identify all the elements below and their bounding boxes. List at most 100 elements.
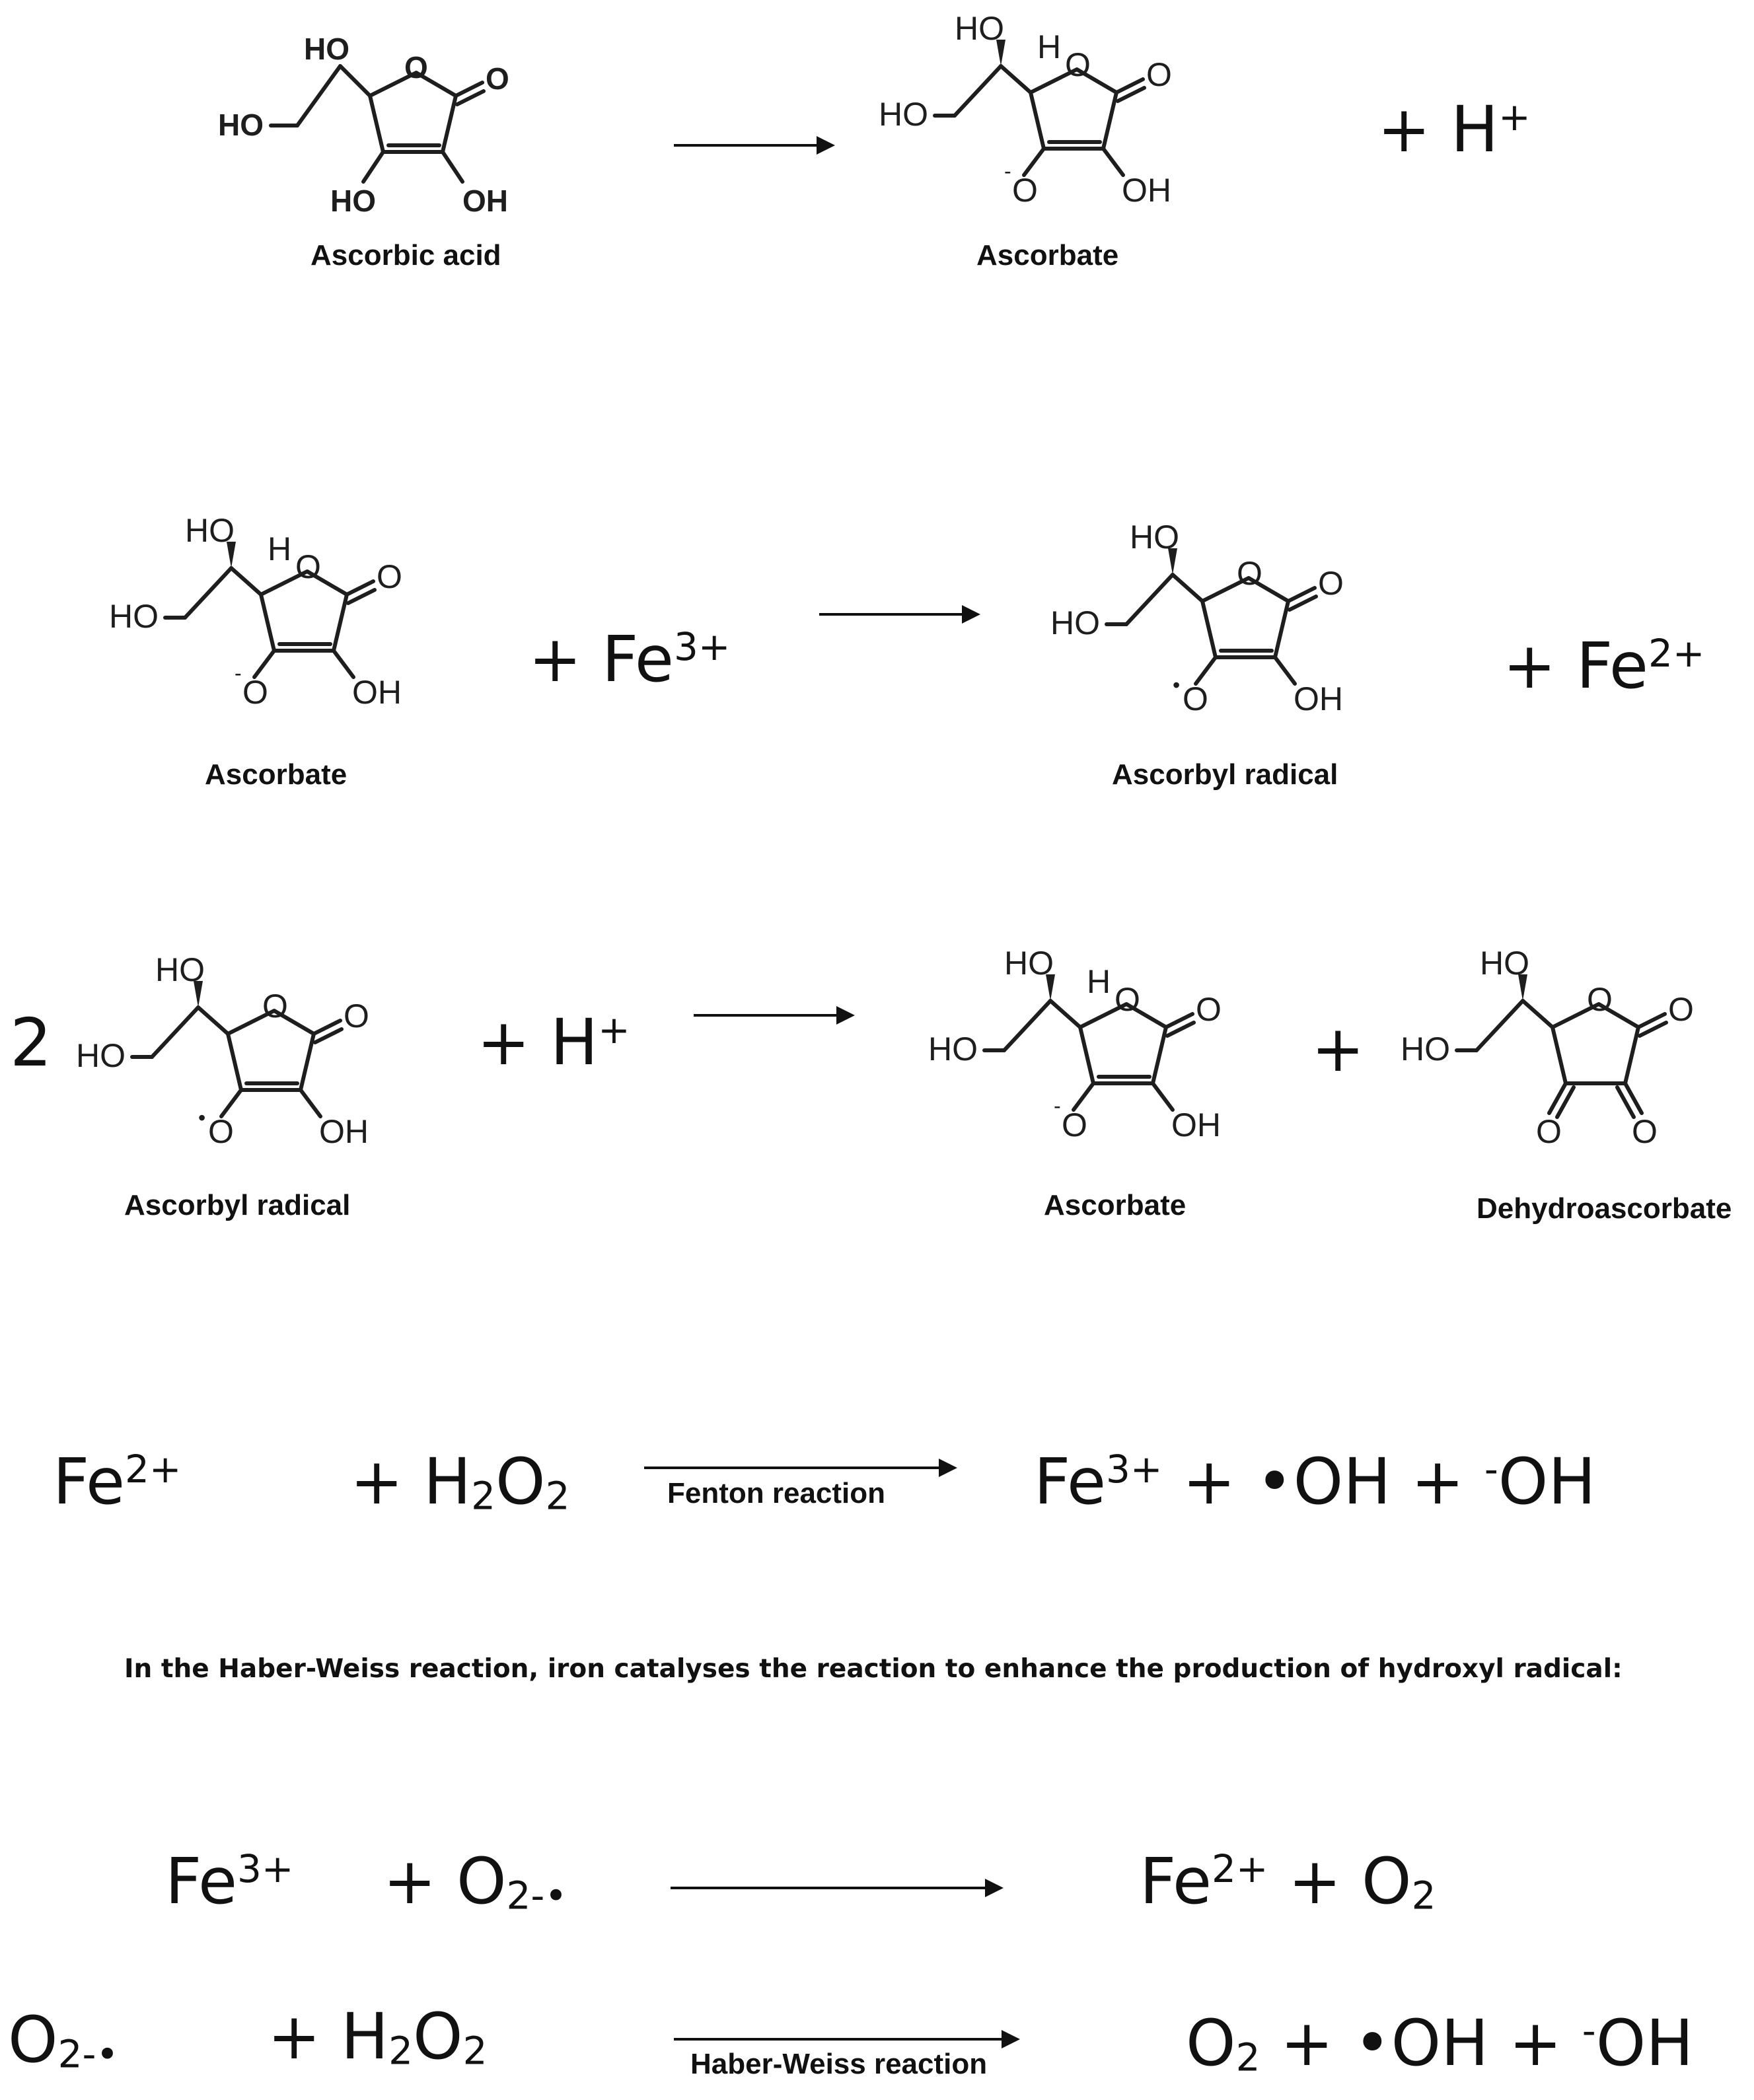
negative-charge-label: - [235,661,242,685]
ferric-iron-term: + Fe3+ [529,628,730,691]
ascorbyl-radical-structure: O O HO HO • O OH [1050,519,1344,717]
ferric-iron-charge: 3+ [1106,1447,1163,1492]
hydrogen-subscript: 2 [471,1473,496,1519]
oxide-label: O [242,674,268,711]
hydrogen-subscript: 2 [388,2028,414,2074]
hydroxyl-label: HO [185,512,235,549]
hydroxyl-label: HO [879,96,928,133]
hydroxyl-label: HO [304,32,349,66]
carbonyl-oxygen-label: O [1318,565,1344,602]
negative-charge-label: - [1054,1094,1061,1118]
stoichiometric-coefficient: 2 [10,1004,52,1081]
oxygen-radical-label: O [208,1113,234,1150]
ferrous-iron-text: + Fe [1503,629,1648,703]
ferrous-iron-text: Fe [1140,1844,1212,1918]
ring-oxygen-label: O [262,988,288,1025]
hydroxyl-label: HO [1004,945,1054,982]
superoxide-subscript: 2-• [506,1873,567,1918]
haber-weiss-reaction-label: Haber-Weiss reaction [690,2048,988,2080]
superoxide-text: O [8,2003,58,2077]
hydroxyl-radical-text: + •OH + [1260,2006,1582,2080]
ferrous-iron-term: + Fe2+ [1503,634,1704,698]
dehydroascorbate-label: Dehydroascorbate [1477,1192,1732,1225]
hydroxyl-label: HO [330,184,376,218]
ring-oxygen-label: O [1065,46,1091,83]
ferrous-iron-charge: 2+ [125,1447,182,1492]
hydroxide-text: OH [1498,1445,1596,1519]
oxide-label: O [1012,172,1038,209]
proton-charge: + [598,1007,630,1053]
hydroxyl-label: OH [319,1113,369,1150]
haber-weiss-arrow [674,2030,1020,2048]
oxygen-text: O [1186,2006,1236,2080]
oxygen-subscript: 2 [545,1473,570,1519]
hydroxyl-label: HO [155,951,205,988]
carbonyl-oxygen-label: O [1632,1113,1658,1150]
ring-oxygen-label: O [1587,981,1613,1018]
reaction-arrow [674,136,835,155]
hydroxyl-label: HO [109,598,159,635]
carbonyl-oxygen-label: O [1536,1113,1562,1150]
carbonyl-oxygen-label: O [377,558,402,595]
hydroxyl-label: HO [1130,519,1179,556]
hydroxyl-label: HO [76,1037,126,1074]
carbonyl-oxygen-label: O [1668,991,1694,1028]
ring-oxygen-label: O [1237,555,1262,592]
hydroxyl-label: OH [352,674,402,711]
radical-dot-label: • [1173,673,1180,697]
ring-oxygen-label: O [1115,981,1140,1018]
ascorbate-label: Ascorbate [205,758,347,791]
ferric-iron-text: Fe [165,1844,238,1918]
ring-oxygen-label: O [295,548,321,585]
haber-superoxide-reactant: O2-• [8,2008,119,2074]
radical-dot-label: • [198,1106,205,1130]
oxygen-subscript: 2 [1411,1873,1436,1918]
reaction-arrow [694,1006,855,1025]
negative-charge-label: - [1004,159,1011,183]
dehydroascorbate-structure: O O HO HO O O [1401,945,1694,1150]
hydroxyl-label: HO [1401,1031,1450,1068]
hydrogen-peroxide-text: + H [350,1445,472,1519]
ferric-iron-charge: 3+ [673,624,731,670]
ascorbic-acid-label: Ascorbic acid [311,239,501,272]
oxide-label: O [1062,1106,1087,1143]
hydroxide-text: OH [1595,2006,1694,2080]
proton-text: + H [1377,92,1499,166]
proton-term: + H+ [477,1011,630,1074]
ascorbate-label: Ascorbate [1044,1189,1187,1221]
hydroxyl-label: HO [218,108,264,142]
oxygen-subscript: 2 [462,2028,488,2074]
fenton-arrow [644,1459,957,1477]
hydroxyl-label: HO [1480,945,1529,982]
haber-weiss-description: In the Haber-Weiss reaction, iron cataly… [124,1654,1623,1684]
superoxide-subscript: 2-• [57,2031,119,2077]
fenton-ferrous-iron: Fe2+ [53,1450,182,1513]
proton-charge: + [1498,94,1531,140]
ascorbyl-radical-label: Ascorbyl radical [124,1189,351,1221]
hydroxyl-radical-text: + •OH + [1162,1445,1484,1519]
ascorbate-structure: O O H HO HO - O OH [109,512,402,711]
ferrous-iron-charge: 2+ [1648,631,1705,676]
carbonyl-oxygen-label: O [344,997,369,1034]
hydroxyl-label: HO [955,10,1004,47]
ascorbic-acid-structure: O O HO HO HO OH [218,32,509,218]
reaction-arrow [671,1879,1004,1897]
proton-text: + H [477,1005,599,1079]
hydrogen-peroxide-text: + H [268,2000,389,2074]
fenton-reaction-label: Fenton reaction [667,1477,886,1509]
ferrous-iron-charge: 2+ [1212,1846,1268,1892]
ascorbate-structure: O O H HO HO - O OH [879,10,1172,209]
ferric-iron-charge: 3+ [237,1846,294,1892]
carbonyl-oxygen-label: O [486,61,509,96]
haber-products-2: O2 + •OH + -OH [1186,2011,1693,2077]
hydroxyl-label: OH [462,184,508,218]
ascorbyl-radical-structure: O O HO HO • O OH [76,951,369,1150]
hydrogen-label: H [1087,963,1111,1000]
haber-ferric-iron: Fe3+ [165,1850,294,1913]
hydroxyl-label: OH [1294,680,1343,717]
fenton-products: Fe3+ + •OH + -OH [1034,1450,1596,1513]
hydroxide-charge: - [1484,1447,1498,1492]
fenton-hydrogen-peroxide: + H2O2 [350,1450,570,1515]
reaction-arrow [819,605,980,624]
hydrogen-label: H [1037,28,1061,65]
